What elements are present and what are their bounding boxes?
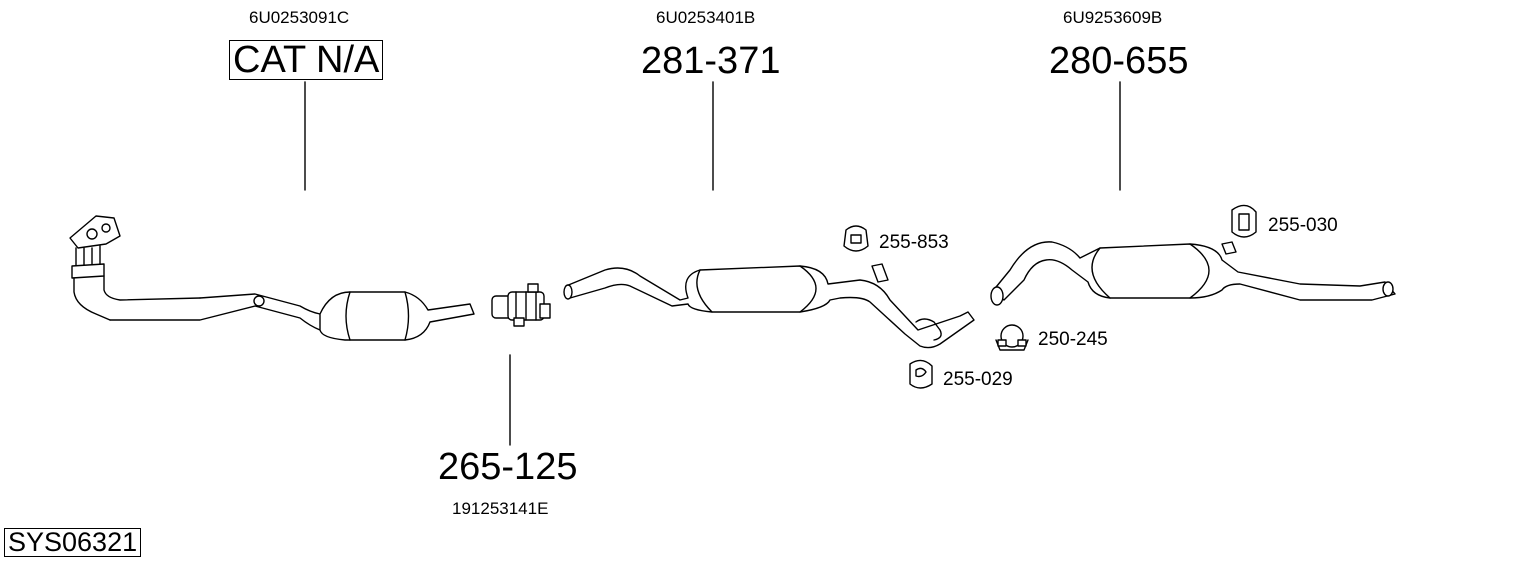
hanger-bracket-icon [871, 263, 889, 283]
middle-oe-number: 6U0253401B [656, 8, 756, 27]
connector-pipe-part [491, 283, 551, 327]
clamp-label-250-245: 250-245 [1038, 329, 1108, 350]
hanger-label-255-030: 255-030 [1268, 215, 1338, 236]
middle-silencer-part [563, 265, 975, 349]
hanger-label-255-029: 255-029 [943, 369, 1013, 390]
connector-oe-number: 191253141E [452, 499, 549, 518]
catalytic-converter-assembly [69, 215, 475, 341]
rear-part-code: 280-655 [1049, 40, 1189, 82]
cat-part-code: CAT N/A [229, 40, 384, 80]
clamp-icon-250-245 [995, 324, 1029, 351]
connector-part-code: 265-125 [438, 446, 578, 488]
hanger-icon-255-029 [909, 359, 933, 389]
hanger-icon-255-853 [843, 225, 869, 252]
hanger-icon-255-030 [1231, 204, 1257, 238]
hanger-bracket-rear-icon [1221, 241, 1237, 255]
system-id: SYS06321 [4, 528, 142, 557]
rear-silencer-part [990, 241, 1396, 306]
rear-oe-number: 6U9253609B [1063, 8, 1163, 27]
cat-oe-number: 6U0253091C [249, 8, 350, 27]
middle-part-code: 281-371 [641, 40, 781, 82]
hanger-label-255-853: 255-853 [879, 232, 949, 253]
